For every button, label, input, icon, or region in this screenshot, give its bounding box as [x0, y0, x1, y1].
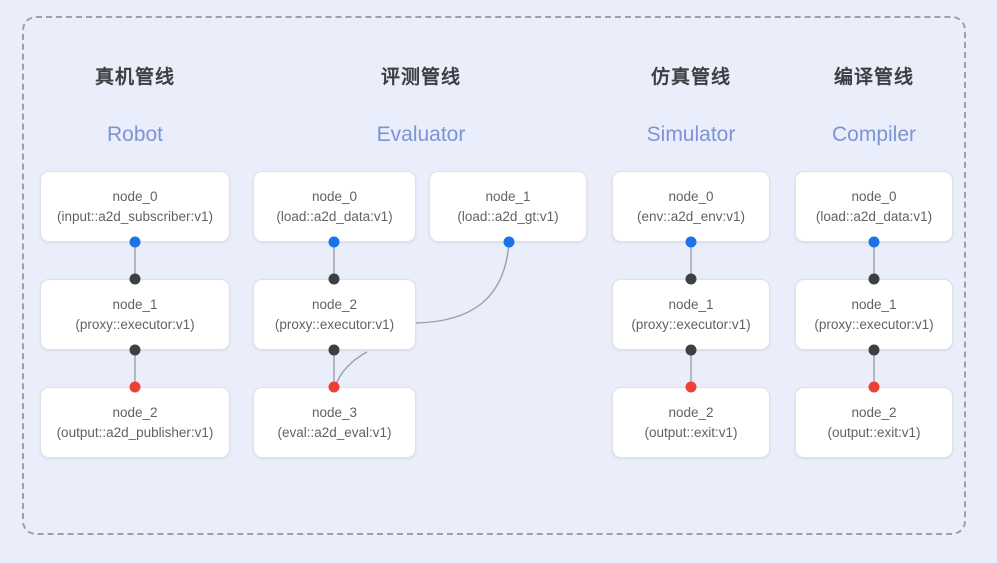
node-evaluator-2[interactable]: node_2 (proxy::executor:v1)	[253, 279, 416, 350]
node-type: (proxy::executor:v1)	[814, 316, 934, 332]
port-in-evaluator-3[interactable]	[328, 381, 340, 393]
node-type: (input::a2d_subscriber:v1)	[56, 208, 214, 224]
node-name: node_2	[112, 404, 158, 420]
column-title-en-simulator: Simulator	[646, 123, 736, 146]
node-name: node_1	[485, 188, 531, 204]
port-in-robot-1[interactable]	[129, 273, 141, 285]
node-compiler-0[interactable]: node_0 (load::a2d_data:v1)	[795, 171, 953, 242]
graph-panel-dashed-border	[22, 16, 966, 535]
node-name: node_1	[112, 296, 158, 312]
column-title-en-robot: Robot	[106, 123, 164, 146]
pipeline-column-compiler: 编译管线 Compiler	[795, 0, 953, 563]
port-out-robot-1[interactable]	[129, 344, 141, 356]
node-type: (proxy::executor:v1)	[274, 316, 395, 332]
node-name: node_3	[311, 404, 358, 420]
port-in-compiler-2[interactable]	[868, 381, 880, 393]
node-type: (eval::a2d_eval:v1)	[277, 424, 392, 440]
node-evaluator-1[interactable]: node_1 (load::a2d_gt:v1)	[429, 171, 587, 242]
port-out-robot-0[interactable]	[129, 236, 141, 248]
node-type: (load::a2d_data:v1)	[815, 208, 933, 224]
node-type: (load::a2d_data:v1)	[276, 208, 393, 224]
port-out-evaluator-1[interactable]	[503, 236, 515, 248]
node-name: node_0	[668, 188, 714, 204]
node-compiler-2[interactable]: node_2 (output::exit:v1)	[795, 387, 953, 458]
port-in-robot-2[interactable]	[129, 381, 141, 393]
port-in-compiler-1[interactable]	[868, 273, 880, 285]
node-name: node_0	[112, 188, 158, 204]
port-in-simulator-2[interactable]	[685, 381, 697, 393]
node-robot-1[interactable]: node_1 (proxy::executor:v1)	[40, 279, 230, 350]
node-simulator-1[interactable]: node_1 (proxy::executor:v1)	[612, 279, 770, 350]
column-title-en-evaluator: Evaluator	[376, 123, 466, 146]
node-compiler-1[interactable]: node_1 (proxy::executor:v1)	[795, 279, 953, 350]
node-type: (env::a2d_env:v1)	[636, 208, 746, 224]
node-evaluator-0[interactable]: node_0 (load::a2d_data:v1)	[253, 171, 416, 242]
node-name: node_0	[851, 188, 897, 204]
node-name: node_1	[668, 296, 714, 312]
node-type: (output::exit:v1)	[827, 424, 921, 440]
column-title-en-compiler: Compiler	[831, 123, 917, 146]
column-title-cn-compiler: 编译管线	[833, 67, 914, 88]
node-simulator-2[interactable]: node_2 (output::exit:v1)	[612, 387, 770, 458]
column-title-cn-robot: 真机管线	[94, 67, 175, 88]
node-name: node_0	[311, 188, 358, 204]
pipeline-column-robot: 真机管线 Robot	[40, 0, 230, 563]
node-type: (output::a2d_publisher:v1)	[56, 424, 214, 440]
node-name: node_2	[851, 404, 897, 420]
node-robot-2[interactable]: node_2 (output::a2d_publisher:v1)	[40, 387, 230, 458]
port-in-evaluator-2[interactable]	[328, 273, 340, 285]
port-out-simulator-0[interactable]	[685, 236, 697, 248]
node-type: (proxy::executor:v1)	[631, 316, 751, 332]
pipeline-column-simulator: 仿真管线 Simulator	[612, 0, 770, 563]
node-name: node_1	[851, 296, 897, 312]
port-out-compiler-1[interactable]	[868, 344, 880, 356]
port-out-evaluator-0[interactable]	[328, 236, 340, 248]
node-type: (load::a2d_gt:v1)	[457, 208, 559, 224]
column-title-cn-evaluator: 评测管线	[380, 67, 461, 88]
node-evaluator-3[interactable]: node_3 (eval::a2d_eval:v1)	[253, 387, 416, 458]
node-type: (proxy::executor:v1)	[75, 316, 195, 332]
pipeline-column-evaluator: 评测管线 Evaluator	[253, 0, 589, 563]
port-out-evaluator-2[interactable]	[328, 344, 340, 356]
port-in-simulator-1[interactable]	[685, 273, 697, 285]
node-type: (output::exit:v1)	[644, 424, 738, 440]
port-out-compiler-0[interactable]	[868, 236, 880, 248]
node-name: node_2	[311, 296, 358, 312]
column-title-cn-simulator: 仿真管线	[650, 67, 731, 88]
port-out-simulator-1[interactable]	[685, 344, 697, 356]
node-simulator-0[interactable]: node_0 (env::a2d_env:v1)	[612, 171, 770, 242]
node-robot-0[interactable]: node_0 (input::a2d_subscriber:v1)	[40, 171, 230, 242]
node-name: node_2	[668, 404, 714, 420]
